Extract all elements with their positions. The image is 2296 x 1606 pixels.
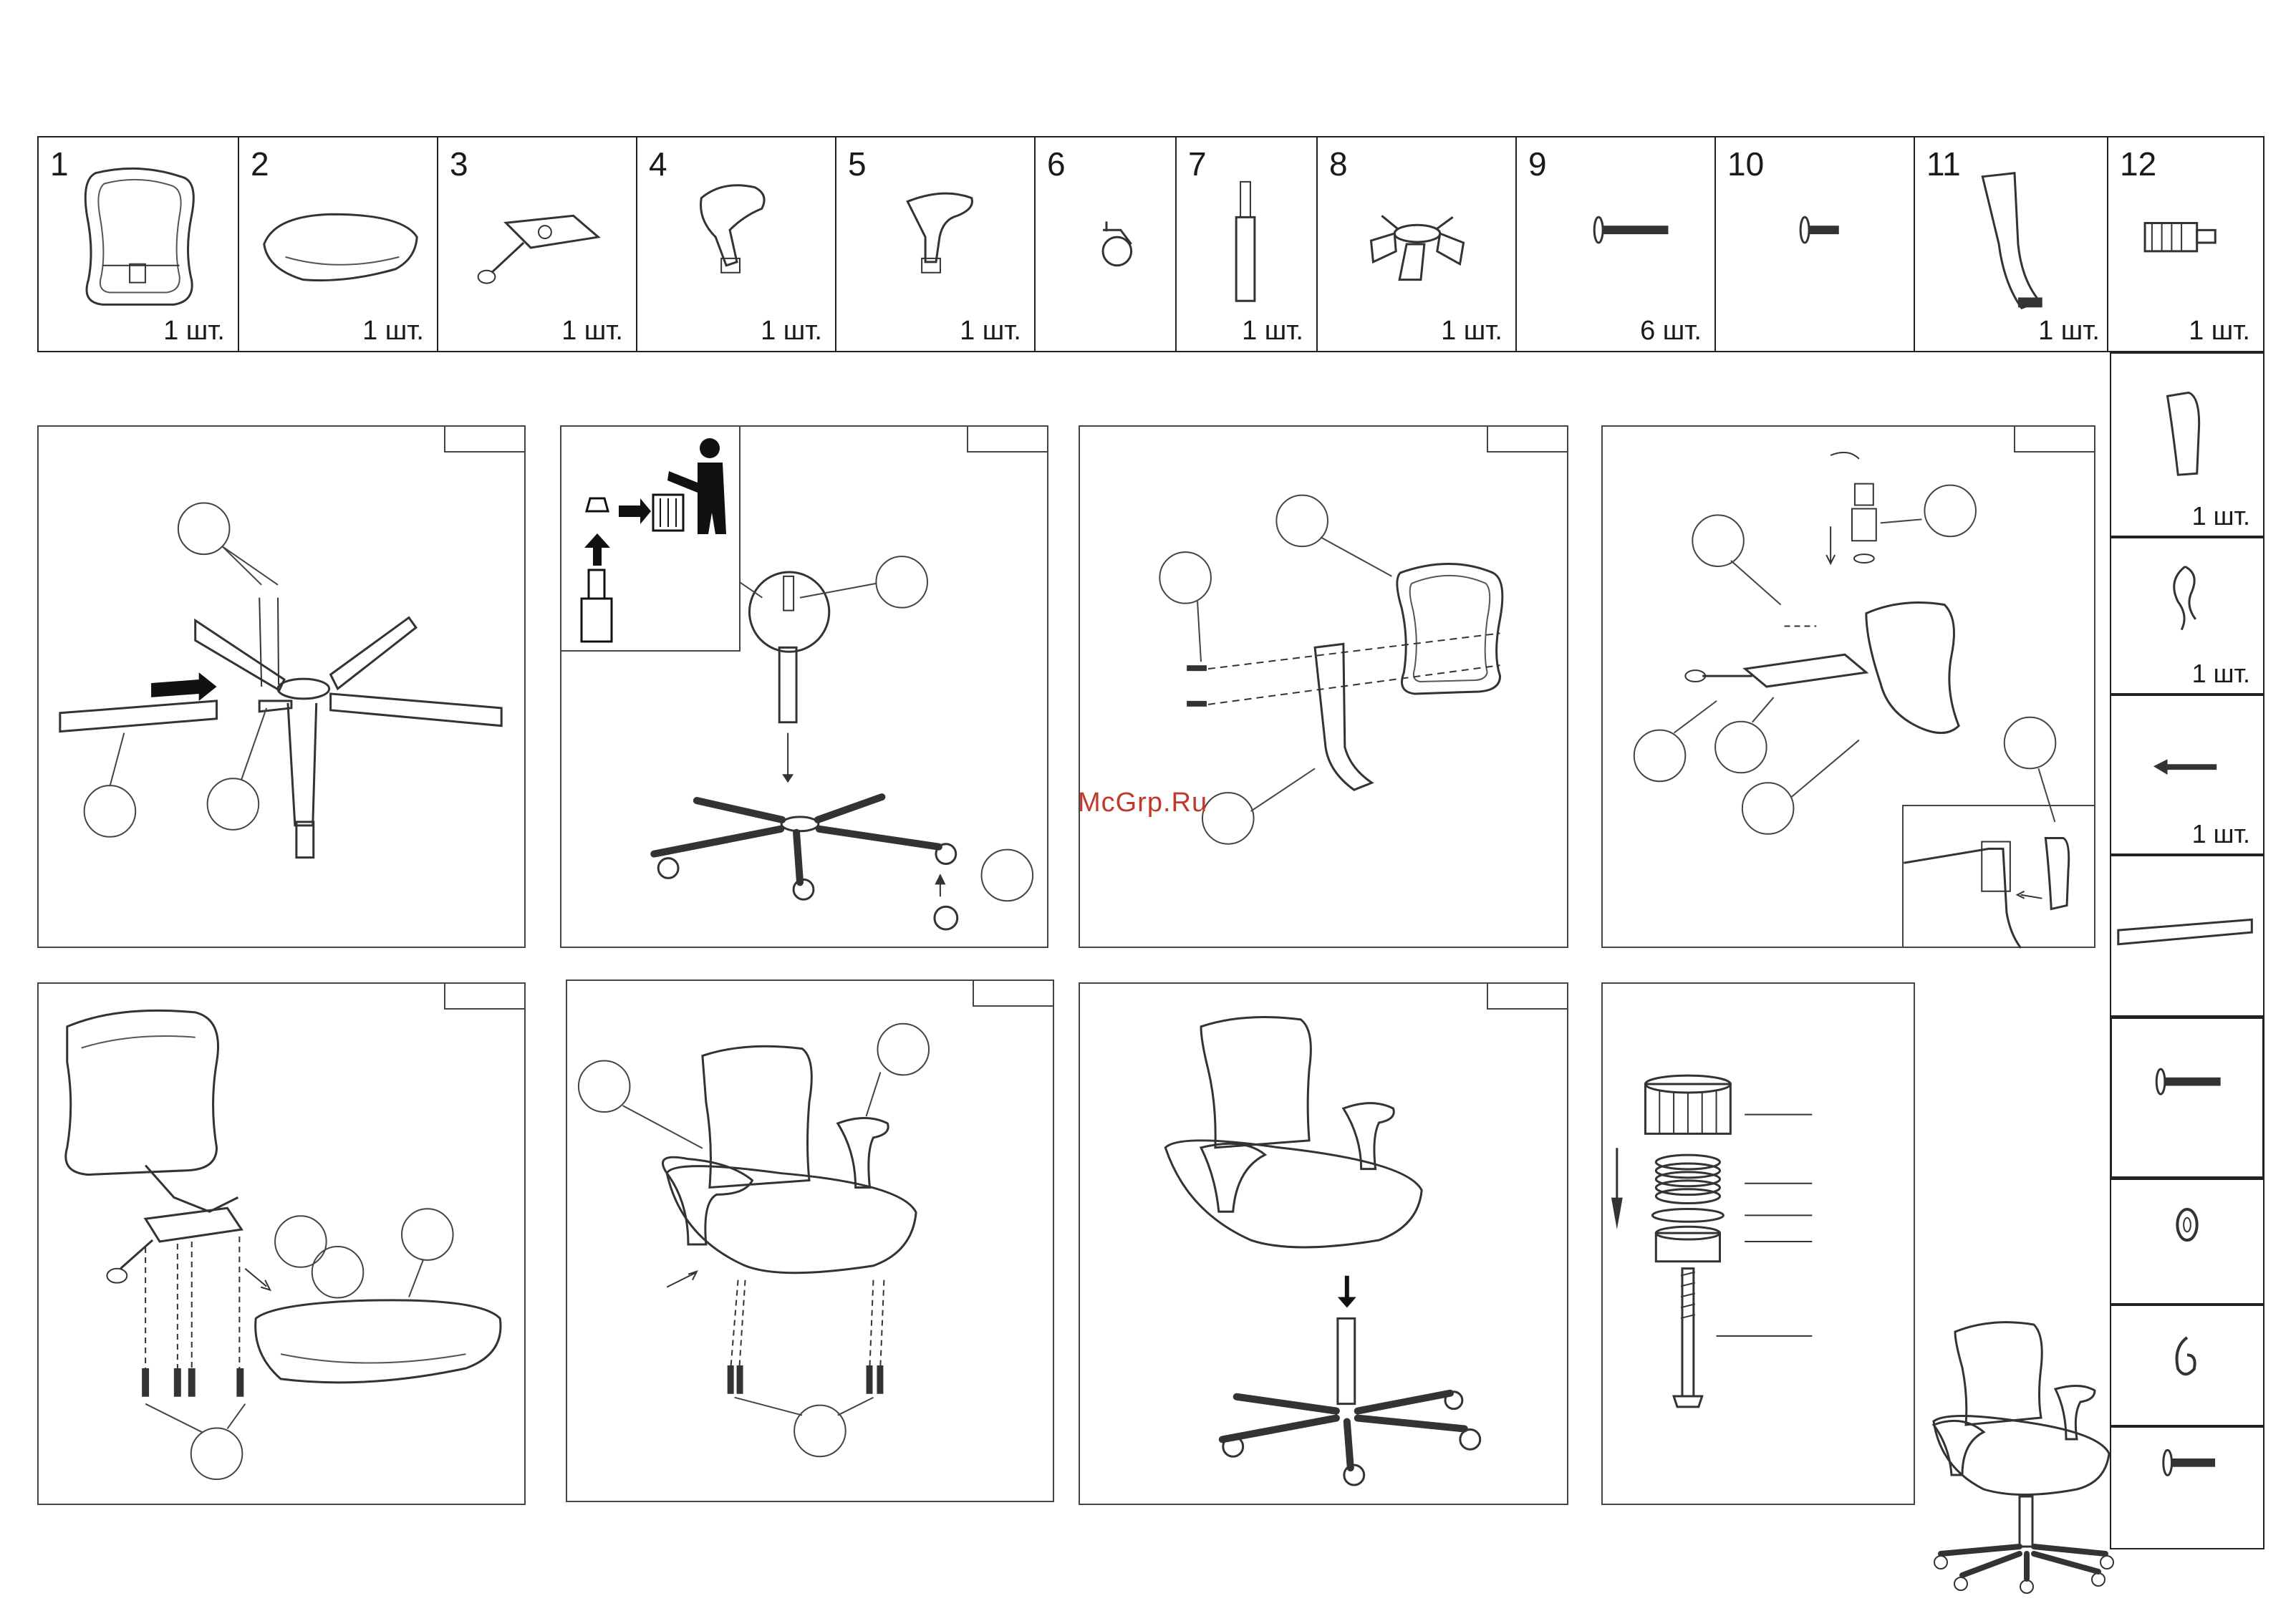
armrest-attach-illustration: [567, 981, 1053, 1501]
part-cell-8: 8 1 шт.: [1318, 137, 1517, 351]
part-qty: 1 шт.: [2192, 659, 2250, 689]
side-part-washer: [2110, 1179, 2264, 1305]
seat-attach-illustration: [39, 984, 524, 1504]
part-cell-2: 2 1 шт.: [239, 137, 438, 351]
part-cell-9: 9 6 шт.: [1517, 137, 1716, 351]
step-panel-backrest: [1079, 425, 1568, 948]
backrest-attach-illustration: [1080, 427, 1567, 947]
part-cell-12-frame: 12 1 шт.: [2107, 136, 2264, 352]
final-assembly-illustration: [1080, 984, 1567, 1504]
part-qty: 1 шт.: [761, 316, 822, 347]
part-qty: 1 шт.: [163, 316, 225, 347]
side-part-screw: 1 шт.: [2110, 695, 2264, 855]
part-cell-10: 10: [1716, 137, 1915, 351]
part-qty: 6 шт.: [1640, 316, 1702, 347]
parts-table: 1 1 шт. 2 1 шт. 3 1 шт. 4: [37, 136, 2108, 352]
step-panel-assemble: [1079, 982, 1568, 1505]
back-cover-inset: [1902, 805, 2095, 948]
step-panel-seat: [37, 982, 526, 1505]
spring-washer-icon: [2111, 1306, 2263, 1425]
part-cell-7: 7 1 шт.: [1177, 137, 1318, 351]
side-part-spring-washer: [2110, 1305, 2264, 1426]
side-part-bolt-long: [2110, 1017, 2264, 1179]
part-cell-5: 5 1 шт.: [836, 137, 1036, 351]
part-cell-6: 6: [1036, 137, 1177, 351]
part-qty: 1 шт.: [1242, 316, 1303, 347]
back-cover-detail-illustration: [1904, 806, 2095, 948]
short-bolt-icon: [1716, 137, 1914, 351]
washer-icon: [2111, 1180, 2263, 1303]
side-part-bolt: [2110, 1426, 2264, 1549]
part-cell-3: 3 1 шт.: [438, 137, 637, 351]
step-panel-gas-lift: [560, 425, 1048, 948]
step-panel-gaslift-parts: [1601, 982, 1915, 1505]
step-panel-mechanism: [1601, 425, 2095, 948]
part-cell-4: 4 1 шт.: [637, 137, 836, 351]
part-cell-11: 11 1 шт.: [1915, 137, 2114, 351]
gas-lift-install-illustration: [561, 427, 1047, 947]
base-assembly-illustration: [39, 427, 524, 947]
part-qty: 1 шт.: [2189, 316, 2250, 347]
part-qty: 1 шт.: [561, 316, 623, 347]
side-part-clip: 1 шт.: [2110, 537, 2264, 695]
part-qty: 1 шт.: [960, 316, 1021, 347]
side-part-rail: [2110, 855, 2264, 1017]
gas-lift-exploded-illustration: [1603, 984, 1914, 1504]
finished-chair-illustration: [1919, 1310, 2127, 1590]
rail-icon: [2111, 856, 2263, 1015]
watermark-text: McGrp.Ru: [1078, 788, 1207, 818]
step-panel-armrests: [566, 979, 1054, 1502]
part-cell-1: 1 1 шт.: [39, 137, 239, 351]
part-qty: 1 шт.: [2192, 501, 2250, 531]
part-qty: 1 шт.: [362, 316, 424, 347]
part-qty: 1 шт.: [2038, 316, 2100, 347]
part-qty: 1 шт.: [1441, 316, 1502, 347]
step-panel-base: [37, 425, 526, 948]
side-part-cap: 1 шт.: [2110, 352, 2264, 537]
bolt-icon: [2111, 1428, 2263, 1548]
caster-icon: [1036, 137, 1175, 351]
bolt-icon: [2112, 1019, 2262, 1176]
part-qty: 1 шт.: [2192, 819, 2250, 849]
